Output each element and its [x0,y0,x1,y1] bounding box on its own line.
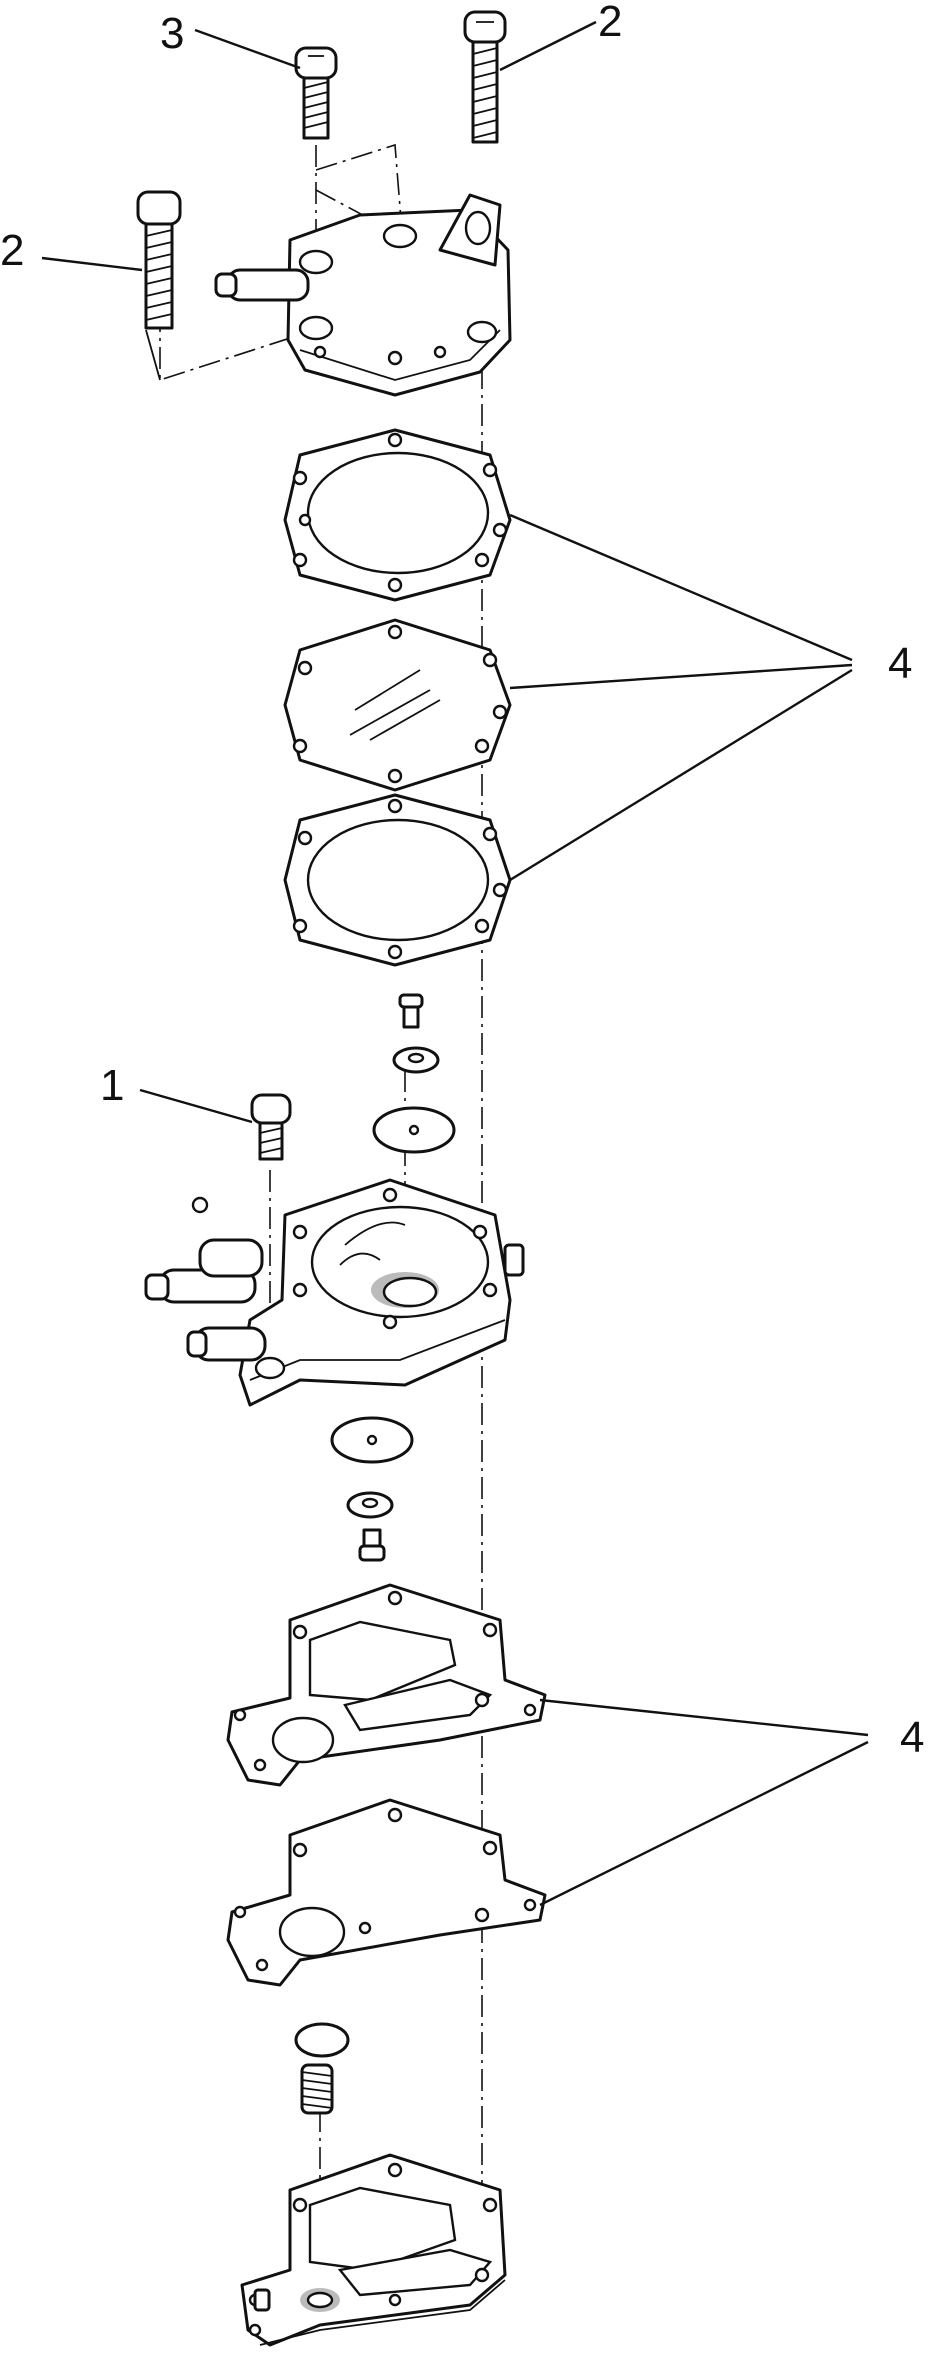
callout-screw-3: 3 [160,9,184,58]
screw-3 [294,46,338,140]
callout-labels: 3 2 2 1 4 4 [0,0,924,1762]
spring [300,2063,334,2115]
top-cover [214,193,512,397]
lower-gasket-1 [226,1583,547,1787]
screw-2-right [463,10,507,144]
gasket-ring-2 [283,793,512,967]
callout-gasket-group-lower: 4 [900,1713,924,1762]
bottom-base [240,2153,507,2347]
gasket-ring-1 [283,428,512,602]
screw-1 [250,1093,292,1161]
valve-disc-bottom [294,2022,350,2058]
lower-valve-screw [358,1528,386,1562]
screw-2-left [136,190,182,381]
upper-valve-screw [398,993,424,1029]
leader-lines [41,20,869,1907]
pump-body [144,1178,525,1407]
lower-valve-retainer [346,1491,394,1519]
callout-screw-2-right: 2 [598,0,622,46]
upper-valve-disc [372,1106,456,1154]
diaphragm-plate [283,618,512,792]
callout-gasket-group-upper: 4 [888,639,912,688]
callout-screw-2-left: 2 [0,226,24,275]
upper-valve-retainer [392,1046,440,1074]
callout-screw-1: 1 [100,1061,124,1110]
lower-gasket-2 [226,1798,547,1987]
lower-valve-disc [330,1416,414,1464]
